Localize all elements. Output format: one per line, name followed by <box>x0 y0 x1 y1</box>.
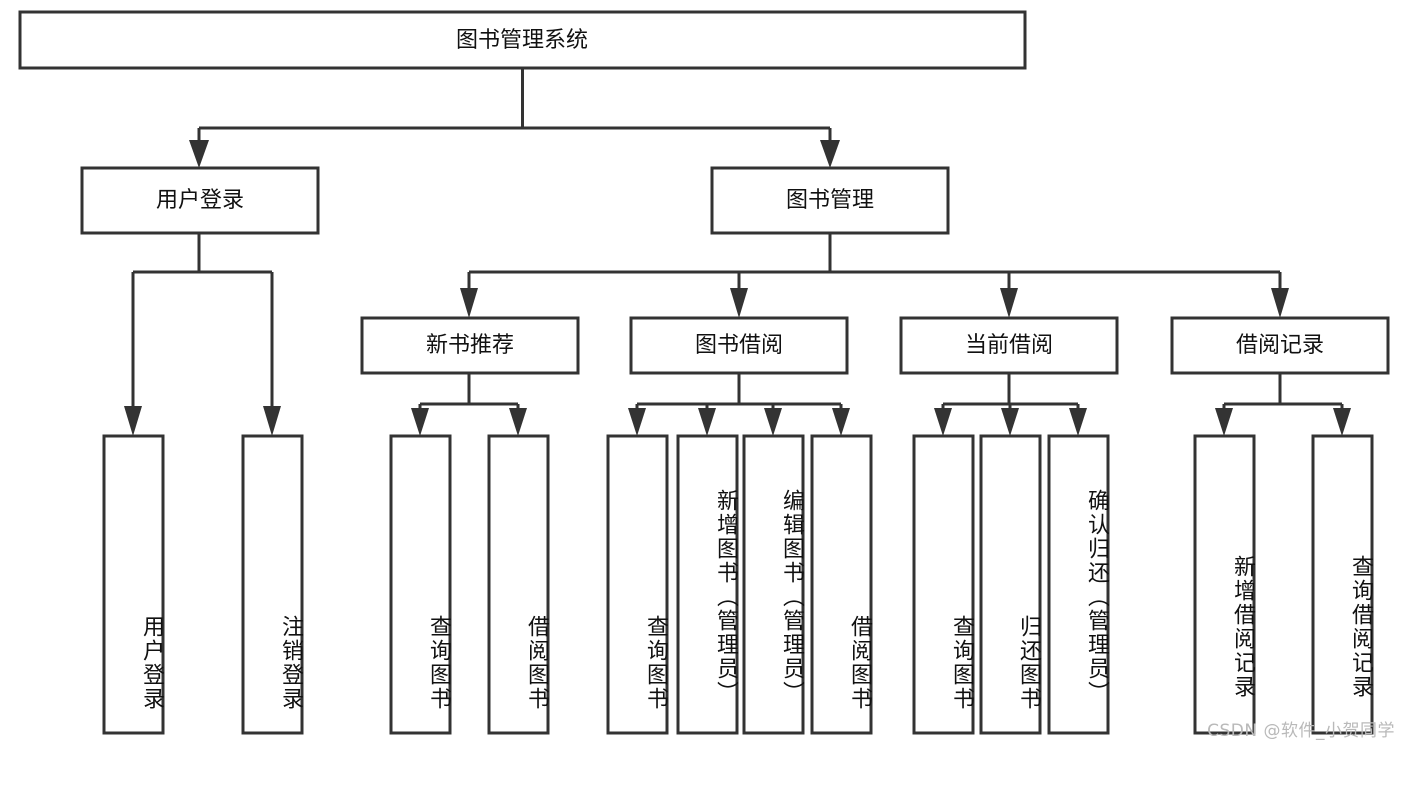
node-leaf-query-book-2[interactable] <box>606 434 669 735</box>
node-leaf-return-book[interactable] <box>979 434 1042 735</box>
node-book-manage[interactable] <box>710 166 950 235</box>
node-leaf-add-book[interactable] <box>676 434 739 735</box>
node-leaf-query-record[interactable] <box>1311 434 1374 735</box>
label-root: 图书管理系统 <box>456 28 588 53</box>
node-leaf-user-logout[interactable] <box>241 434 304 735</box>
arrow-head-user-login <box>189 140 209 168</box>
node-leaf-add-record[interactable] <box>1193 434 1256 735</box>
node-book-borrow[interactable] <box>629 316 849 375</box>
arrow-head-leaf-edit-book <box>764 408 782 436</box>
arrow-head-leaf-borrow-book-2 <box>832 408 850 436</box>
node-leaf-borrow-book-2[interactable] <box>810 434 873 735</box>
arrow-head-leaf-return-book <box>1001 408 1019 436</box>
flowchart-canvas: 图书管理系统 用户登录 图书管理 新书推荐 图书借阅 当前借阅 借阅记录 用户登… <box>18 10 1395 741</box>
label-current-borrow: 当前借阅 <box>965 333 1053 358</box>
label-new-book-rec: 新书推荐 <box>426 333 514 358</box>
label-book-borrow: 图书借阅 <box>695 333 783 358</box>
arrow-head-leaf-query-record <box>1333 408 1351 436</box>
label-borrow-record: 借阅记录 <box>1236 333 1324 358</box>
arrow-head-leaf-query-book-1 <box>411 408 429 436</box>
label-book-manage: 图书管理 <box>786 188 874 213</box>
arrow-head-borrow-record <box>1271 288 1289 318</box>
arrow-head-leaf-add-book <box>698 408 716 436</box>
node-borrow-record[interactable] <box>1170 316 1390 375</box>
watermark-text: CSDN @软件_小贺同学 <box>1207 721 1395 741</box>
arrow-head-new-book-rec <box>460 288 478 318</box>
arrow-head-leaf-user-logout <box>263 406 281 436</box>
flowchart-svg: 图书管理系统 用户登录 图书管理 新书推荐 图书借阅 当前借阅 借阅记录 <box>18 10 1390 735</box>
node-leaf-user-login[interactable] <box>102 434 165 735</box>
node-leaf-edit-book[interactable] <box>742 434 805 735</box>
node-user-login[interactable] <box>80 166 320 235</box>
arrow-head-leaf-query-book-2 <box>628 408 646 436</box>
node-leaf-borrow-book-1[interactable] <box>487 434 550 735</box>
node-new-book-rec[interactable] <box>360 316 580 375</box>
arrow-head-current-borrow <box>1000 288 1018 318</box>
arrow-head-leaf-query-book-3 <box>934 408 952 436</box>
arrow-head-book-borrow <box>730 288 748 318</box>
horizontal-labels-group: 图书管理系统 用户登录 图书管理 新书推荐 图书借阅 当前借阅 借阅记录 <box>156 28 1324 358</box>
node-leaf-query-book-1[interactable] <box>389 434 452 735</box>
nodes-group <box>18 10 1390 735</box>
node-leaf-query-book-3[interactable] <box>912 434 975 735</box>
arrow-head-leaf-borrow-book-1 <box>509 408 527 436</box>
node-leaf-confirm-return[interactable] <box>1047 434 1110 735</box>
node-current-borrow[interactable] <box>899 316 1119 375</box>
arrow-head-leaf-user-login <box>124 406 142 436</box>
label-user-login: 用户登录 <box>156 188 244 213</box>
connectors-group <box>124 68 1351 436</box>
arrow-head-book-manage <box>820 140 840 168</box>
node-root[interactable] <box>18 10 1027 70</box>
arrow-head-leaf-add-record <box>1215 408 1233 436</box>
arrow-head-leaf-confirm-return <box>1069 408 1087 436</box>
